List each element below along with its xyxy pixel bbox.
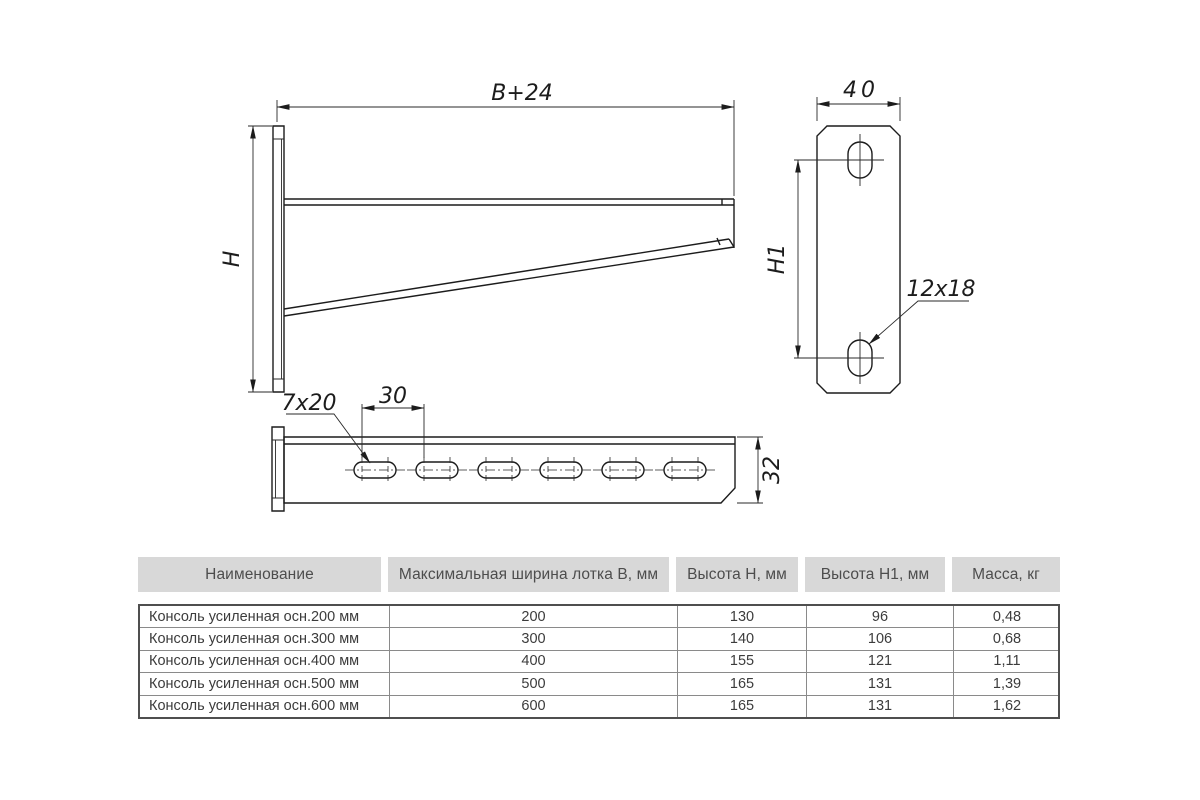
bottom-wall-plate-detail: [272, 439, 284, 499]
header-cell-width: Максимальная ширина лотка B, мм: [388, 557, 676, 592]
header-label: Высота H1, мм: [805, 557, 945, 592]
table-row: Консоль усиленная осн.200 мм 200 130 96 …: [140, 606, 1058, 629]
side-view: B+24 H: [220, 81, 735, 393]
cell-height-h1: 106: [807, 628, 954, 650]
table-row: Консоль усиленная осн.500 мм 500 165 131…: [140, 673, 1058, 696]
cell-width: 500: [390, 673, 678, 695]
technical-drawing: B+24 H 40 H1 12x18: [220, 78, 976, 512]
height-label: H: [220, 251, 245, 268]
plate-width-label: 40: [843, 78, 879, 103]
spec-table-header: Наименование Максимальная ширина лотка B…: [138, 557, 1060, 592]
bottom-view: 7x20 30 32: [271, 384, 785, 512]
spec-table-body: Консоль усиленная осн.200 мм 200 130 96 …: [138, 604, 1060, 719]
plate-hole-centerlines: [794, 134, 884, 384]
back-plate-view: 40 H1 12x18: [765, 78, 976, 394]
cell-width: 400: [390, 650, 678, 673]
cell-mass: 1,62: [992, 698, 1022, 715]
slot-size-leader: [286, 413, 371, 464]
arm-length-extension-lines: [276, 100, 735, 196]
bar-slots: [345, 457, 715, 483]
arm-top-chord: [284, 198, 734, 206]
cell-height-h1: 131: [807, 673, 954, 695]
plate-hole-size-label: 12x18: [906, 277, 975, 302]
cell-height-h1: 131: [807, 695, 954, 717]
cell-width: 300: [390, 628, 678, 650]
cell-mass: 1,11: [993, 653, 1021, 670]
cell-mass: 1,39: [992, 675, 1022, 692]
height-extension-lines: [248, 125, 272, 393]
spec-table: Наименование Максимальная ширина лотка B…: [138, 557, 1060, 719]
cell-height-h: 130: [678, 606, 807, 628]
cell-name: Консоль усиленная осн.600 мм: [140, 695, 390, 717]
cell-width: 600: [390, 695, 678, 717]
slot-pitch-extension-lines: [361, 404, 425, 458]
cell-height-h: 165: [678, 695, 807, 717]
cell-name: Консоль усиленная осн.200 мм: [140, 606, 390, 628]
cell-name: Консоль усиленная осн.300 мм: [140, 628, 390, 650]
slot-vertical-centerlines: [361, 457, 699, 483]
cell-height-h: 165: [678, 673, 807, 695]
header-cell-mass: Масса, кг: [952, 557, 1060, 592]
cell-height-h: 140: [678, 628, 807, 650]
hole-pitch-label: H1: [765, 244, 790, 275]
slot-size-label: 7x20: [281, 391, 336, 416]
plate-hole-leader: [868, 300, 969, 345]
cell-mass: 0,48: [992, 608, 1022, 625]
header-cell-name: Наименование: [138, 557, 388, 592]
cell-height-h: 155: [678, 650, 807, 673]
cell-mass: 0,68: [992, 631, 1022, 648]
cell-name: Консоль усиленная осн.500 мм: [140, 673, 390, 695]
cell-height-h1: 121: [807, 650, 954, 673]
header-label: Наименование: [138, 557, 381, 592]
back-plate-outline: [816, 125, 901, 394]
header-label: Масса, кг: [952, 557, 1060, 592]
table-row: Консоль усиленная осн.400 мм 400 155 121…: [140, 650, 1058, 674]
wall-plate-edge-detail: [273, 138, 284, 380]
cell-height-h1: 96: [807, 606, 954, 628]
header-label: Максимальная ширина лотка B, мм: [388, 557, 669, 592]
wall-plate-edge: [272, 125, 285, 393]
table-row: Консоль усиленная осн.300 мм 300 140 106…: [140, 628, 1058, 651]
bottom-wall-plate-edge: [271, 426, 285, 512]
header-cell-height-h: Высота H, мм: [676, 557, 805, 592]
arm-length-label: B+24: [491, 81, 553, 106]
bar-height-label: 32: [760, 456, 785, 484]
cell-name: Консоль усиленная осн.400 мм: [140, 650, 390, 673]
arm-sloped-chord: [283, 237, 735, 317]
header-label: Высота H, мм: [676, 557, 798, 592]
table-row: Консоль усиленная осн.600 мм 600 165 131…: [140, 695, 1058, 717]
bar-outline: [283, 436, 736, 504]
plate-width-extension-lines: [816, 97, 901, 121]
slot-pitch-label: 30: [379, 384, 407, 409]
header-cell-height-h1: Высота H1, мм: [805, 557, 952, 592]
cell-width: 200: [390, 606, 678, 628]
